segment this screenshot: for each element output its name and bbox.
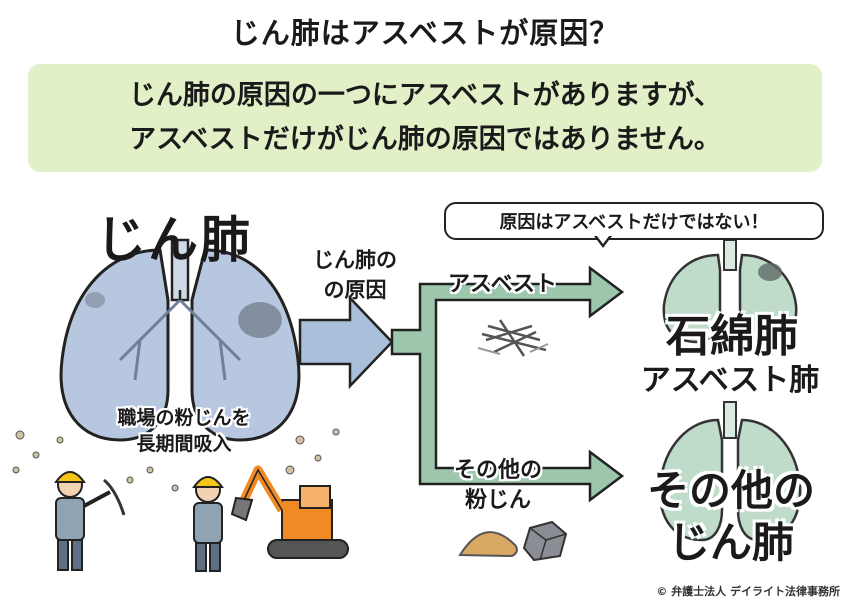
lungs-icon	[59, 238, 301, 442]
banner-line-1: じん肺の原因の一つにアスベストがありますが、	[128, 80, 722, 111]
copyright-notice: © 弁護士法人 デイライト法律事務所	[656, 585, 840, 598]
asbestosis-lungs-icon	[662, 239, 798, 344]
dust-pile-icon	[458, 531, 518, 558]
result-other-pneumoconiosis: その他の じん肺	[626, 465, 836, 569]
page-title: じん肺はアスベストが原因？	[230, 16, 620, 50]
branch-label-other-dust: その他の 粉じん	[438, 456, 558, 516]
cause-label: じん肺の の原因	[296, 245, 414, 305]
summary-banner: じん肺の原因の一つにアスベストがありますが、 アスベストだけがじん肺の原因ではあ…	[28, 64, 822, 172]
asbestos-fiber-icon	[477, 319, 549, 357]
cause-label-line-2: の原因	[323, 278, 387, 302]
speech-bubble: 原因はアスベストだけではない！	[444, 202, 824, 240]
branch-other-line-1: その他の	[453, 458, 542, 483]
dust-particles	[12, 428, 340, 492]
inhale-caption: 職場の粉じんを 長期間吸入	[84, 405, 284, 457]
worker-icon	[54, 471, 126, 571]
worker-icon	[192, 476, 224, 572]
other-lungs-icon	[658, 401, 802, 542]
branch-other-line-2: 粉じん	[464, 488, 531, 513]
branch-arrows	[390, 265, 625, 503]
result-asbestosis-title: 石綿肺	[666, 311, 798, 362]
branch-label-asbestos: アスベスト	[448, 272, 557, 297]
result-asbestosis-subtitle: アスベスト肺	[640, 363, 820, 398]
result-other-line-2: じん肺	[667, 518, 794, 567]
speech-bubble-tail-inner	[597, 236, 609, 244]
rock-icon	[522, 520, 568, 562]
result-other-line-1: その他の	[646, 466, 815, 515]
excavator-icon	[230, 465, 349, 559]
banner-line-2: アスベストだけがじん肺の原因ではありません。	[129, 124, 721, 155]
inhale-line-2: 長期間吸入	[136, 433, 232, 455]
cause-arrow	[298, 294, 394, 390]
cause-label-line-1: じん肺の	[313, 248, 397, 272]
lungs-title: じん肺	[96, 211, 252, 269]
inhale-line-1: 職場の粉じんを	[117, 407, 251, 429]
